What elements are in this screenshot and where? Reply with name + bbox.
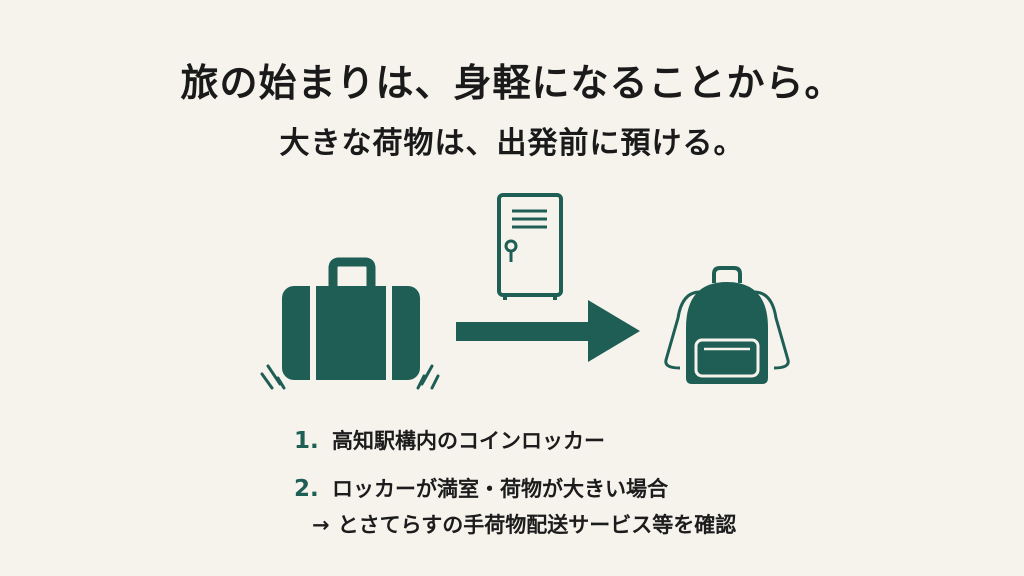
arrow-right-icon [456, 300, 640, 362]
note-text: とさてらすの手荷物配送サービス等を確認 [337, 513, 737, 537]
step-number: 1. [294, 428, 319, 454]
backpack-icon [664, 266, 790, 384]
locker-icon [497, 193, 563, 300]
step-text: 高知駅構内のコインロッカー [332, 429, 605, 453]
step-number: 2. [294, 476, 319, 502]
note-arrow: → [312, 513, 330, 537]
step-note: → とさてらすの手荷物配送サービス等を確認 [294, 509, 894, 539]
page-subtitle: 大きな荷物は、出発前に預ける。 [279, 126, 745, 161]
suitcase-icon [260, 257, 440, 390]
page-title: 旅の始まりは、身軽になることから。 [180, 61, 844, 105]
step-item-2: 2. ロッカーが満室・荷物が大きい場合 [294, 473, 894, 503]
step-item-1: 1. 高知駅構内のコインロッカー [294, 425, 894, 455]
steps-list: 1. 高知駅構内のコインロッカー 2. ロッカーが満室・荷物が大きい場合 → とさ… [294, 425, 894, 539]
step-text: ロッカーが満室・荷物が大きい場合 [332, 477, 668, 501]
